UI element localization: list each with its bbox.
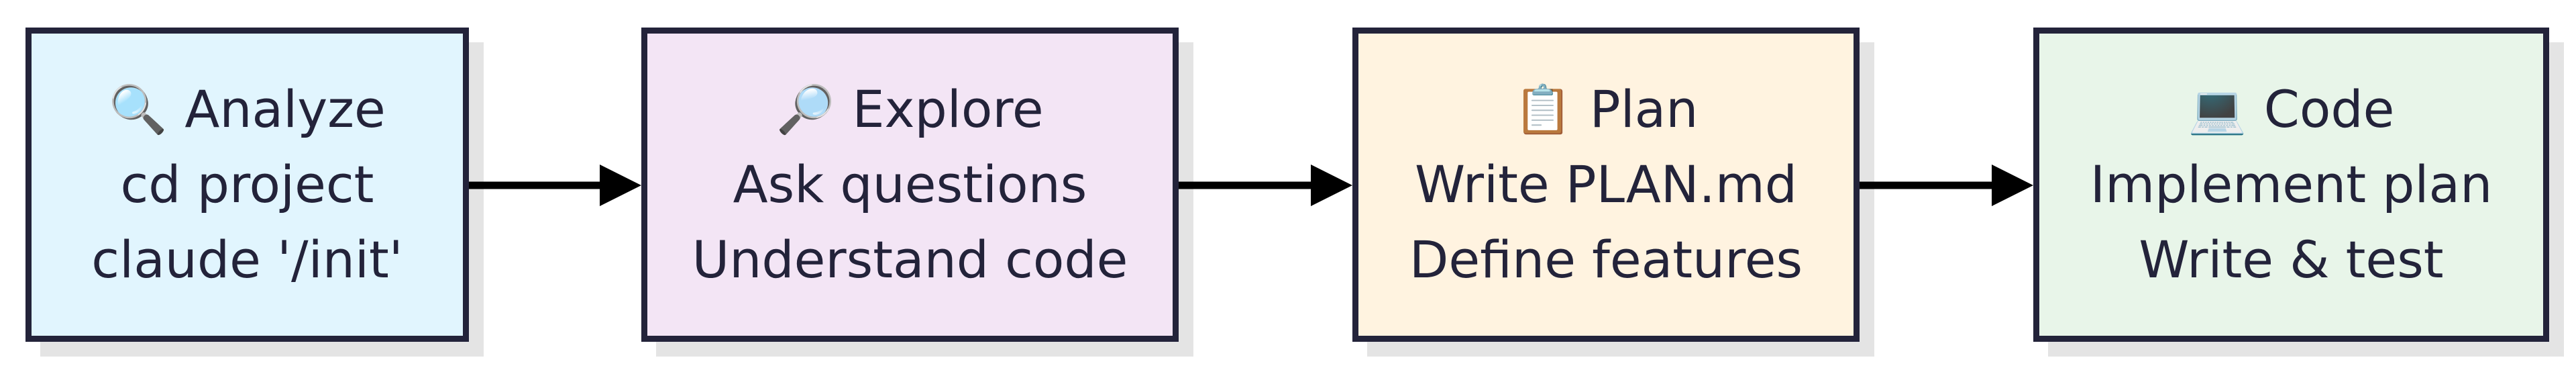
step-analyze: 🔍 Analyze cd project claude '/init' (25, 28, 469, 342)
step-explore: 🔎 Explore Ask questions Understand code (641, 28, 1179, 342)
step-title-row: 🔎 Explore (776, 72, 1043, 147)
step-line: Define features (1409, 230, 1803, 289)
step-title-row: 🔍 Analyze (109, 72, 386, 147)
arrow-explore-to-plan (1179, 165, 1352, 206)
step-line: Write PLAN.md (1415, 154, 1797, 214)
step-title: Code (2263, 79, 2395, 139)
step-title: Analyze (184, 79, 386, 139)
step-line: Ask questions (733, 154, 1087, 214)
arrow-plan-to-code (1860, 165, 2033, 206)
step-line: claude '/init' (91, 230, 403, 289)
step-title: Plan (1589, 79, 1699, 139)
step-line: Implement plan (2090, 154, 2493, 214)
laptop-icon: 💻 (2188, 82, 2247, 137)
step-line: cd project (120, 154, 374, 214)
clipboard-icon: 📋 (1513, 82, 1572, 137)
step-title: Explore (852, 79, 1044, 139)
step-code: 💻 Code Implement plan Write & test (2033, 28, 2549, 342)
magnifying-glass-left-icon: 🔍 (109, 82, 168, 137)
step-title-row: 📋 Plan (1514, 72, 1699, 147)
step-plan: 📋 Plan Write PLAN.md Define features (1352, 28, 1860, 342)
step-title-row: 💻 Code (2188, 72, 2395, 147)
arrow-analyze-to-explore (469, 165, 641, 206)
magnifying-glass-right-icon: 🔎 (776, 82, 835, 137)
step-line: Write & test (2139, 230, 2444, 289)
step-line: Understand code (692, 230, 1128, 289)
